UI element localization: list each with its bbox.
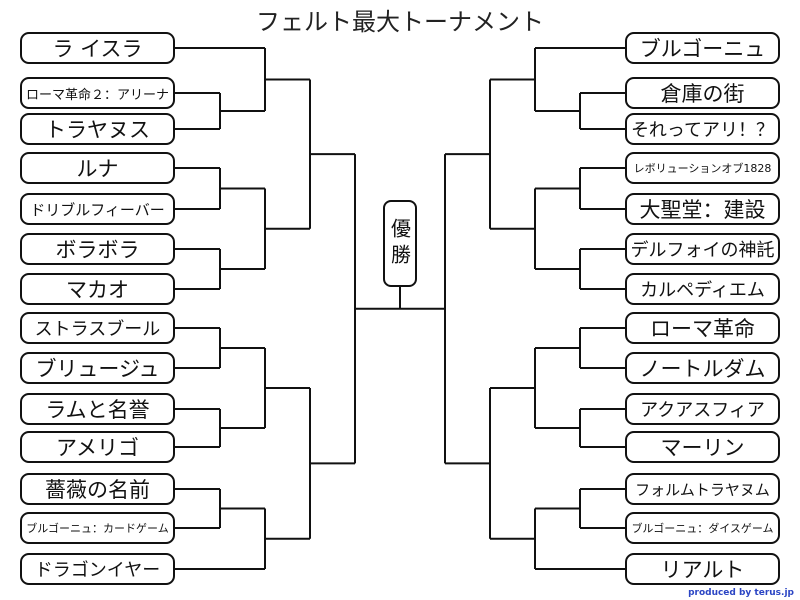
- left-entry: ボラボラ: [20, 233, 175, 265]
- left-entry: ラ イスラ: [20, 32, 175, 64]
- page-title: フェルト最大トーナメント: [256, 8, 544, 36]
- right-entry: ブルゴーニュ：ダイスゲーム: [625, 512, 780, 544]
- left-entry: ルナ: [20, 152, 175, 184]
- right-entry: ローマ革命: [625, 312, 780, 344]
- left-entry: ブルゴーニュ：カードゲーム: [20, 512, 175, 544]
- right-entry: 倉庫の街: [625, 77, 780, 109]
- right-entry: リアルト: [625, 553, 780, 585]
- left-entry: ブリュージュ: [20, 352, 175, 384]
- credit-text: produced by terus.jp: [688, 588, 794, 598]
- right-entry: 大聖堂：建設: [625, 193, 780, 225]
- left-entry: ドラゴンイヤー: [20, 553, 175, 585]
- left-entry: マカオ: [20, 273, 175, 305]
- right-entry: ブルゴーニュ: [625, 32, 780, 64]
- winner-box: 優勝: [383, 200, 417, 287]
- left-entry: ストラスブール: [20, 312, 175, 344]
- right-entry: デルフォイの神託: [625, 233, 780, 265]
- left-entry: ローマ革命２：アリーナ: [20, 77, 175, 109]
- left-entry: ドリブルフィーバー: [20, 193, 175, 225]
- left-entry: ラムと名誉: [20, 393, 175, 425]
- left-entry: 薔薇の名前: [20, 473, 175, 505]
- left-entry: アメリゴ: [20, 431, 175, 463]
- right-entry: ノートルダム: [625, 352, 780, 384]
- right-entry: それってアリ！？: [625, 113, 780, 145]
- right-entry: カルペディエム: [625, 273, 780, 305]
- right-entry: アクアスフィア: [625, 393, 780, 425]
- right-entry: マーリン: [625, 431, 780, 463]
- right-entry: フォルムトラヤヌム: [625, 473, 780, 505]
- left-entry: トラヤヌス: [20, 113, 175, 145]
- right-entry: レボリューションオブ1828: [625, 152, 780, 184]
